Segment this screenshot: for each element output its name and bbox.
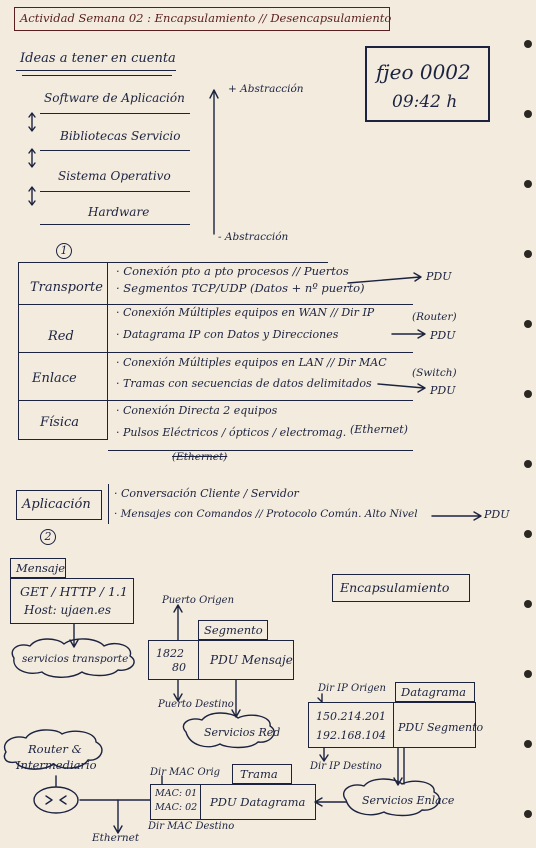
router-icon xyxy=(33,786,79,814)
pdu-mensaje: PDU Mensaje xyxy=(210,653,293,667)
cloud-enlace-label: Servicios Enlace xyxy=(362,794,455,807)
segmento-label: Segmento xyxy=(204,623,263,637)
datagrama-tag xyxy=(395,682,475,702)
red-pdu: PDU xyxy=(430,329,456,342)
mac-dest-value: MAC: 02 xyxy=(155,802,198,813)
flow-arrow-icon xyxy=(55,604,405,834)
layer-so: Sistema Operativo xyxy=(58,169,171,183)
layer-bibliotecas: Bibliotecas Servicio xyxy=(60,129,181,143)
port-dest-value: 80 xyxy=(172,661,186,674)
cloud-red-label: Servicios Red xyxy=(204,726,281,739)
ethernet-label: Ethernet xyxy=(92,832,140,844)
row-label-transporte: Transporte xyxy=(30,280,103,295)
more-abstraction: + Abstracción xyxy=(228,83,304,95)
app-line-1: · Conversación Cliente / Servidor xyxy=(114,487,299,500)
enlace-pdu: PDU xyxy=(430,384,456,397)
abstraction-arrow-icon xyxy=(209,89,219,235)
trama-tag xyxy=(232,764,292,784)
badge-time: 09:42 h xyxy=(392,92,458,112)
dir-mac-destino: Dir MAC Destino xyxy=(148,821,235,832)
dir-mac-origen: Dir MAC Orig xyxy=(150,767,221,778)
app-line-2: · Mensajes con Comandos // Protocolo Com… xyxy=(114,508,418,520)
cloud-transport-label: servicios transporte xyxy=(22,653,129,665)
router-cloud-line-1: Router & xyxy=(28,742,82,756)
mac-origin-value: MAC: 01 xyxy=(155,788,198,799)
section1-marker: 1 xyxy=(56,243,72,259)
badge-code: fjeo 0002 xyxy=(376,60,471,84)
cloud-icon xyxy=(3,638,440,817)
fisica-device: (Ethernet) xyxy=(350,423,408,436)
datagrama-label: Datagrama xyxy=(401,685,467,699)
mensaje-box xyxy=(10,578,134,624)
row-label-fisica: Física xyxy=(40,415,80,430)
port-origin-value: 1822 xyxy=(156,647,184,660)
row-label-red: Red xyxy=(48,329,74,344)
trama-label: Trama xyxy=(240,767,278,781)
fisica-struck: (Ethernet) xyxy=(172,451,228,463)
transporte-line-2: · Segmentos TCP/UDP (Datos + nº puerto) xyxy=(116,281,365,295)
enlace-line-1: · Conexión Múltiples equipos en LAN // D… xyxy=(116,356,387,369)
red-line-1: · Conexión Múltiples equipos en WAN // D… xyxy=(116,306,375,319)
encap-label: Encapsulamiento xyxy=(340,580,450,595)
pdu-segmento: PDU Segmento xyxy=(398,721,484,734)
segment-pdu-box xyxy=(148,640,294,680)
puerto-destino: Puerto Destino xyxy=(158,699,234,710)
row-label-enlace: Enlace xyxy=(32,371,77,386)
mensaje-line-2: Host: ujaen.es xyxy=(24,603,112,617)
id-badge xyxy=(365,46,490,122)
transporte-pdu: PDU xyxy=(426,270,452,283)
enlace-device: (Switch) xyxy=(412,367,457,379)
red-device: (Router) xyxy=(412,311,457,323)
puerto-origen: Puerto Origen xyxy=(162,595,235,606)
pdu-arrow-icon xyxy=(347,272,482,521)
enlace-line-2: · Tramas con secuencias de datos delimit… xyxy=(116,377,372,390)
dir-ip-destino: Dir IP Destino xyxy=(310,761,382,772)
mensaje-tag xyxy=(10,558,66,578)
dir-ip-origen: Dir IP Origen xyxy=(318,683,386,694)
less-abstraction: - Abstracción xyxy=(218,231,289,243)
mensaje-label: Mensaje xyxy=(16,561,66,575)
layer-software: Software de Aplicación xyxy=(44,91,185,105)
mensaje-line-1: GET / HTTP / 1.1 xyxy=(20,584,128,599)
pdu-datagrama: PDU Datagrama xyxy=(210,795,306,809)
section2-marker: 2 xyxy=(40,529,56,545)
transporte-line-1: · Conexión pto a pto procesos // Puertos xyxy=(116,264,349,278)
fisica-line-2: · Pulsos Eléctricos / ópticos / electrom… xyxy=(116,426,347,439)
ip-dest-value: 192.168.104 xyxy=(316,729,386,742)
app-pdu: PDU xyxy=(484,508,510,521)
ideas-title: Ideas a tener en cuenta xyxy=(20,51,176,66)
layer-hardware: Hardware xyxy=(88,205,150,219)
encap-box xyxy=(332,574,470,602)
header-box xyxy=(14,7,390,31)
red-line-2: · Datagrama IP con Datos y Direcciones xyxy=(116,328,339,341)
app-label-box xyxy=(16,490,102,520)
header-title: Actividad Semana 02 : Encapsulamiento //… xyxy=(20,11,392,25)
ip-origin-value: 150.214.201 xyxy=(316,710,386,723)
datagram-pdu-box xyxy=(308,702,476,748)
app-label: Aplicación xyxy=(22,497,91,512)
fisica-line-1: · Conexión Directa 2 equipos xyxy=(116,404,278,417)
up-down-arrow-icon xyxy=(28,112,36,206)
segmento-tag xyxy=(198,620,268,640)
